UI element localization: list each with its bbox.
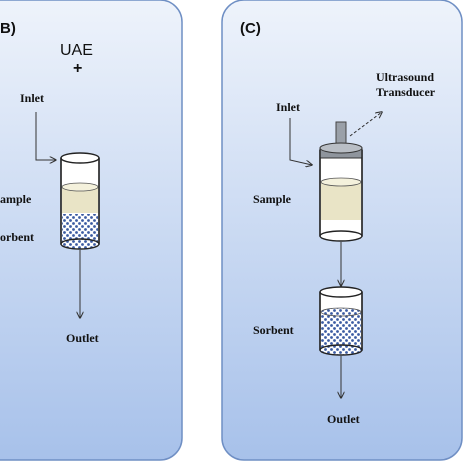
panel-b-sorbent-label: orbent	[0, 230, 34, 244]
panel-c-sample-layer	[321, 182, 361, 220]
panel-c-inlet-label: Inlet	[276, 100, 300, 114]
panel-c-tag: (C)	[240, 20, 261, 37]
panel-c-outlet-label: Outlet	[327, 412, 360, 426]
panel-b-plus: +	[73, 60, 83, 77]
panel-b-sample-label: ample	[0, 192, 32, 206]
panel-c-sorbent-layer	[321, 312, 361, 350]
panel-b-inlet-label: Inlet	[20, 91, 44, 105]
panel-c-apparatus	[289, 112, 382, 398]
panel-c-sorbent-label: Sorbent	[253, 323, 294, 337]
panel-b-heading: UAE	[60, 42, 93, 59]
panel-c-transducer-label-1: Ultrasound	[376, 70, 435, 84]
transducer-pointer-arrow	[349, 112, 382, 137]
panel-c-transducer-label-2: Transducer	[376, 85, 436, 99]
panel-b-outlet-label: Outlet	[66, 331, 99, 345]
panel-c-sample-label: Sample	[253, 192, 292, 206]
panel-c-inlet-arrow	[289, 118, 312, 165]
panel-b-tag: B)	[0, 20, 16, 37]
panel-b-cartridge	[35, 112, 100, 318]
panel-b-inlet-arrow	[35, 112, 56, 160]
